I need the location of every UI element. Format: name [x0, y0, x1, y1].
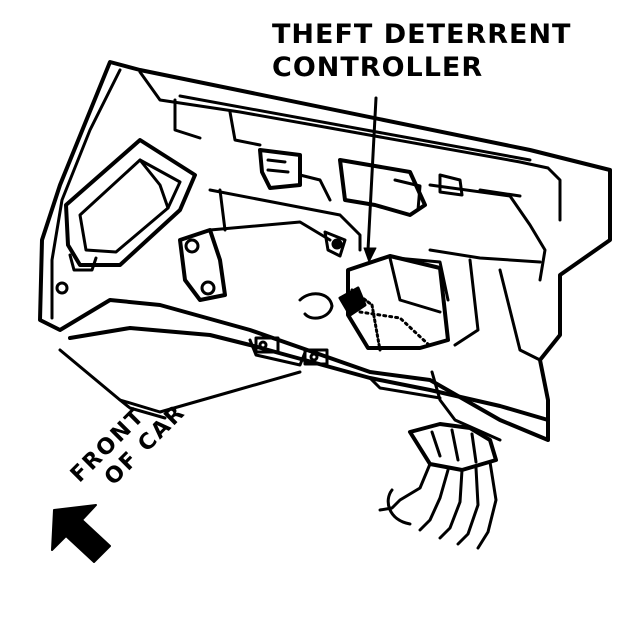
support-bracket: [178, 148, 362, 302]
instrument-panel: [38, 60, 612, 442]
theft-deterrent-label: THEFT DETERRENT CONTROLLER: [272, 18, 571, 84]
right-cross-member: [338, 158, 547, 362]
label-line-1: THEFT DETERRENT: [272, 19, 572, 50]
wiring-harness: [378, 370, 502, 550]
lower-trim-rail: [58, 326, 550, 422]
left-compartment: [55, 138, 197, 295]
callout-pointer: [363, 96, 378, 263]
front-direction-arrow: [51, 504, 111, 563]
label-line-2: CONTROLLER: [272, 52, 484, 83]
controller-module: [298, 230, 450, 352]
